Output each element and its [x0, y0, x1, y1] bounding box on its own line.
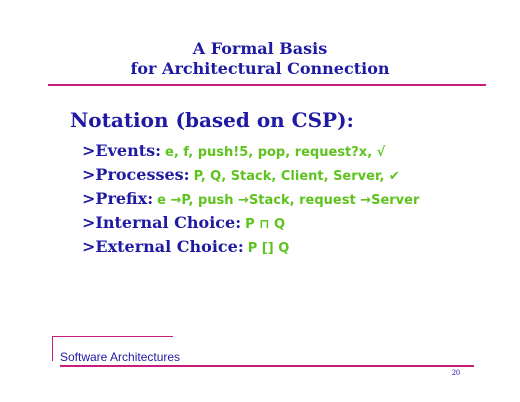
- page-number: 20: [452, 368, 460, 377]
- footer-divider: [60, 365, 474, 367]
- slide-title-line-2: for Architectural Connection: [130, 59, 390, 78]
- bullet-label: >Events:: [82, 141, 162, 160]
- bullet-value: P [] Q: [247, 241, 290, 256]
- footer-bracket-decoration: [52, 336, 173, 361]
- bullet-prefix: >Prefix:e →P, push →Stack, request →Serv…: [82, 188, 419, 210]
- section-heading: Notation (based on CSP):: [70, 108, 354, 132]
- bullet-value: P ⊓ Q: [245, 217, 286, 232]
- bullet-value: e →P, push →Stack, request →Server: [157, 193, 420, 208]
- title-divider: [48, 84, 486, 86]
- bullet-internal-choice: >Internal Choice:P ⊓ Q: [82, 212, 285, 234]
- bullet-external-choice: >External Choice:P [] Q: [82, 236, 289, 258]
- bullet-label: >External Choice:: [82, 237, 244, 256]
- bullet-processes: >Processes:P, Q, Stack, Client, Server, …: [82, 164, 400, 186]
- slide-title-line-1: A Formal Basis: [192, 39, 328, 58]
- bullet-label: >Processes:: [82, 165, 190, 184]
- bullet-events: >Events:e, f, push!5, pop, request?x, √: [82, 140, 385, 162]
- bullet-value: e, f, push!5, pop, request?x, √: [165, 145, 386, 160]
- bullet-value: P, Q, Stack, Client, Server, ✔: [193, 169, 400, 184]
- bullet-label: >Internal Choice:: [82, 213, 242, 232]
- bullet-label: >Prefix:: [82, 189, 154, 208]
- footer-label: Software Architectures: [60, 350, 181, 364]
